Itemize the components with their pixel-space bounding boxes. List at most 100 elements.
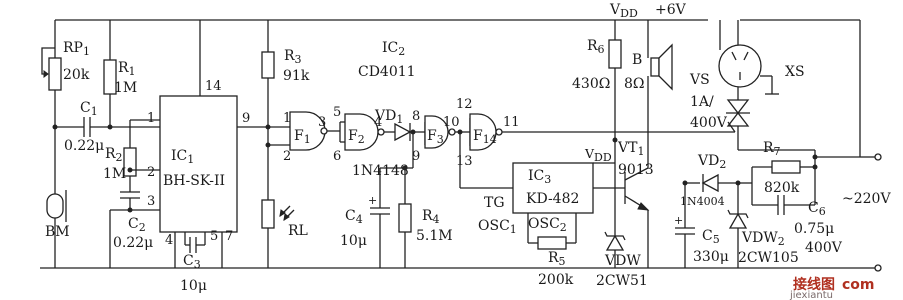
ic3-part: KD-482 bbox=[526, 191, 579, 207]
r1-resistor: R1 1M bbox=[103, 20, 137, 127]
xs-label: XS bbox=[785, 64, 805, 80]
svg-text:VDW2: VDW2 bbox=[741, 230, 785, 248]
vdw-zener: VDW 2CW51 bbox=[596, 163, 648, 289]
vdw-label: VDW bbox=[604, 253, 641, 269]
c3-value: 10μ bbox=[180, 278, 207, 294]
svg-text:C4: C4 bbox=[345, 208, 363, 226]
svg-text:R7: R7 bbox=[763, 140, 781, 158]
svg-text:2: 2 bbox=[147, 165, 155, 180]
vs-rating: 1A/ bbox=[690, 94, 714, 110]
r5-value: 200k bbox=[538, 272, 574, 288]
svg-text:C5: C5 bbox=[702, 228, 720, 246]
supply-label: VDD +6V bbox=[609, 2, 687, 20]
bm-label: BM bbox=[45, 224, 70, 240]
svg-text:6: 6 bbox=[333, 149, 341, 164]
svg-text:13: 13 bbox=[456, 154, 473, 169]
gate-f4: F14 12 13 11 bbox=[456, 97, 735, 189]
rails bbox=[40, 19, 860, 269]
r7-value: 820k bbox=[764, 180, 800, 196]
xs-socket: XS bbox=[718, 19, 861, 157]
svg-text:com: com bbox=[842, 277, 875, 293]
r6-value: 430Ω bbox=[572, 76, 610, 92]
bm-microphone: BM bbox=[45, 185, 70, 268]
r3-value: 91k bbox=[283, 68, 310, 84]
vt1-transistor: VT1 9013 bbox=[617, 140, 654, 268]
r4-value: 5.1M bbox=[416, 228, 453, 244]
svg-text:VDD: VDD bbox=[584, 146, 612, 164]
svg-text:3: 3 bbox=[147, 194, 155, 209]
c4-value: 10μ bbox=[340, 233, 367, 249]
r7-c6-network: R7 820k C6 0.75μ 400V bbox=[738, 140, 860, 256]
svg-text:+: + bbox=[368, 194, 377, 207]
svg-text:RP1: RP1 bbox=[63, 40, 90, 58]
c4-r4: + C4 10μ R4 5.1M bbox=[340, 165, 453, 268]
r6-resistor: R6 430Ω bbox=[572, 20, 622, 143]
svg-text:4: 4 bbox=[165, 233, 173, 248]
svg-text:11: 11 bbox=[503, 115, 520, 130]
r2-c2: R2 1M C2 0.22μ bbox=[103, 119, 160, 268]
c6-value: 0.75μ bbox=[794, 221, 834, 237]
svg-text:C1: C1 bbox=[80, 100, 98, 118]
gate-f1: F1 1 2 3 bbox=[283, 111, 345, 164]
svg-text:VD1: VD1 bbox=[374, 108, 403, 126]
svg-text:8: 8 bbox=[412, 109, 420, 124]
svg-text:10: 10 bbox=[443, 115, 460, 130]
svg-text:F3: F3 bbox=[427, 128, 444, 146]
svg-text:VDD: VDD bbox=[609, 2, 638, 20]
svg-text:R1: R1 bbox=[118, 60, 136, 78]
svg-text:jiexiantu: jiexiantu bbox=[789, 290, 833, 300]
ic1-part: BH-SK-II bbox=[163, 173, 225, 189]
b-label: B bbox=[632, 52, 642, 68]
svg-text:VT1: VT1 bbox=[617, 140, 644, 158]
r1-value: 1M bbox=[114, 80, 137, 96]
svg-text:12: 12 bbox=[456, 97, 473, 112]
r3-rl: R3 91k RL bbox=[261, 20, 310, 268]
vdw2-value: 2CW105 bbox=[738, 250, 799, 266]
ic3-tg: TG bbox=[484, 195, 505, 211]
c6-voltage: 400V bbox=[805, 240, 843, 256]
svg-text:5: 5 bbox=[333, 105, 341, 120]
svg-text:5: 5 bbox=[210, 229, 218, 244]
supply-voltage: +6V bbox=[655, 2, 687, 18]
ic3: IC3 KD-482 VDD TG OSC1 OSC2 R5 200k bbox=[478, 140, 625, 288]
svg-text:2: 2 bbox=[283, 149, 291, 164]
svg-text:C2: C2 bbox=[128, 216, 146, 234]
svg-text:R2: R2 bbox=[105, 146, 123, 164]
vdw-value: 2CW51 bbox=[596, 273, 648, 289]
svg-text:1: 1 bbox=[147, 111, 155, 126]
rl-label: RL bbox=[288, 223, 308, 239]
svg-text:VD2: VD2 bbox=[697, 153, 726, 171]
vs-label: VS bbox=[689, 72, 710, 88]
vd2-diode: VD2 1N4004 bbox=[680, 153, 741, 208]
rp1-potentiometer: RP1 20k bbox=[41, 20, 90, 185]
svg-text:3: 3 bbox=[318, 115, 326, 130]
svg-text:14: 14 bbox=[205, 79, 222, 94]
svg-text:C6: C6 bbox=[808, 200, 826, 218]
gate-f3: F3 8 9 10 bbox=[380, 109, 470, 169]
svg-text:1: 1 bbox=[283, 111, 291, 126]
svg-text:F1: F1 bbox=[294, 128, 311, 146]
svg-text:7: 7 bbox=[225, 229, 233, 244]
vs-voltage: 400V bbox=[690, 115, 728, 131]
svg-text:R4: R4 bbox=[422, 208, 440, 226]
svg-text:4: 4 bbox=[374, 115, 382, 130]
svg-text:OSC1: OSC1 bbox=[478, 218, 517, 236]
rp1-value: 20k bbox=[63, 67, 90, 83]
svg-text:9: 9 bbox=[412, 149, 420, 164]
svg-text:R3: R3 bbox=[284, 48, 302, 66]
mains-label: ~220V bbox=[842, 191, 891, 207]
svg-text:C3: C3 bbox=[183, 253, 201, 271]
svg-text:IC1: IC1 bbox=[171, 148, 194, 166]
c1-capacitor: C1 0.22μ bbox=[52, 100, 160, 154]
c5-value: 330μ bbox=[693, 249, 729, 265]
c1-value: 0.22μ bbox=[64, 138, 104, 154]
svg-text:R6: R6 bbox=[587, 38, 605, 56]
b-value: 8Ω bbox=[624, 76, 645, 92]
svg-text:9: 9 bbox=[242, 111, 250, 126]
c2-value: 0.22μ bbox=[113, 235, 153, 251]
ic2-part: CD4011 bbox=[358, 64, 416, 80]
svg-text:接线图: 接线图 bbox=[793, 276, 835, 293]
vt1-value: 9013 bbox=[618, 162, 654, 178]
